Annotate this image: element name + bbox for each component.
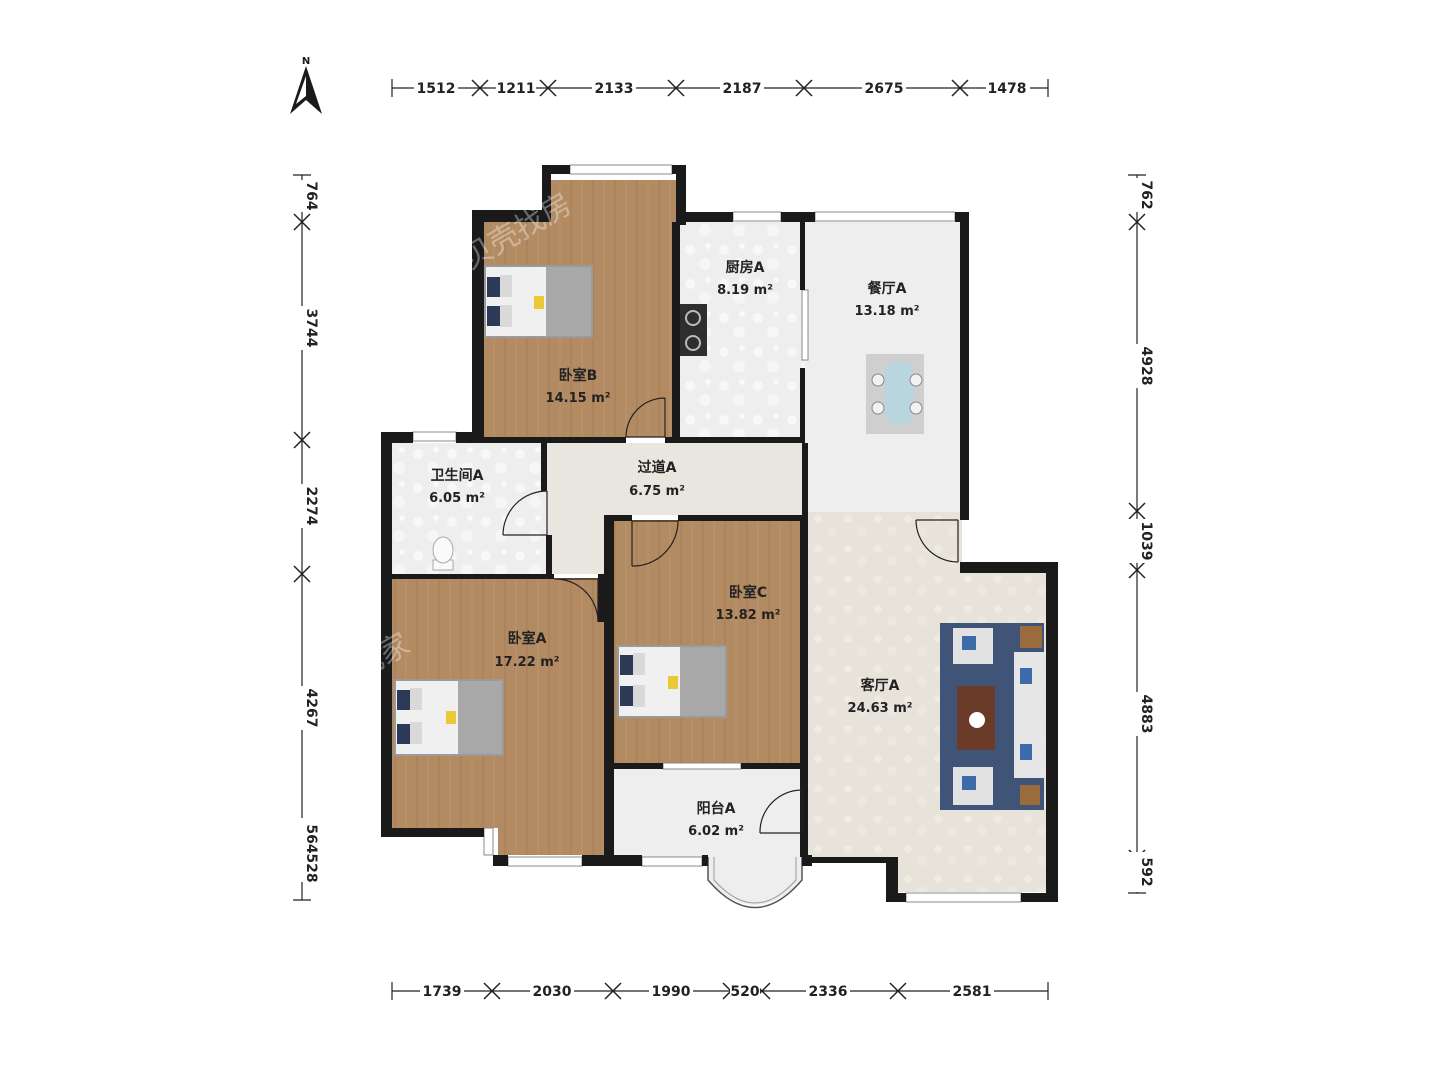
doors — [502, 397, 959, 834]
dim-left-5: 564 — [303, 824, 319, 853]
toilet-icon — [432, 536, 454, 571]
bay-window-floor — [708, 857, 802, 905]
north-arrow-icon: N — [290, 56, 322, 114]
bed-bedroom-b — [484, 265, 593, 338]
bed-bedroom-a — [394, 679, 504, 756]
bathroom-floor — [392, 443, 546, 574]
dim-right-5: 592 — [1138, 857, 1154, 886]
dim-top-1: 1512 — [417, 81, 456, 97]
dim-right-4: 4883 — [1138, 695, 1154, 734]
dim-left-2: 3744 — [303, 309, 319, 348]
room-area-dining-a: 13.18 m² — [855, 304, 920, 319]
balcony-floor — [614, 768, 803, 857]
dim-bottom-6: 2581 — [953, 984, 992, 1000]
room-name-bedroom-a: 卧室A — [508, 630, 547, 647]
room-area-bedroom-c: 13.82 m² — [716, 608, 781, 623]
sofa-set-icon — [940, 623, 1044, 810]
dim-left-1: 764 — [303, 181, 319, 210]
room-name-corridor-a: 过道A — [638, 459, 677, 476]
dim-left-6: 528 — [303, 853, 319, 882]
dim-right-1: 762 — [1138, 180, 1154, 209]
dim-top-4: 2187 — [723, 81, 762, 97]
stove-icon — [680, 304, 707, 356]
room-name-bathroom-a: 卫生间A — [431, 467, 484, 484]
bed-bedroom-c — [617, 645, 727, 718]
room-area-kitchen-a: 8.19 m² — [717, 283, 773, 298]
room-name-living-a: 客厅A — [860, 677, 900, 694]
dim-top-6: 1478 — [988, 81, 1027, 97]
dim-left-3: 2274 — [303, 487, 319, 526]
room-area-bedroom-b: 14.15 m² — [546, 391, 611, 406]
room-area-balcony-a: 6.02 m² — [688, 824, 744, 839]
dim-right-3: 1039 — [1138, 522, 1154, 561]
room-name-balcony-a: 阳台A — [697, 800, 736, 817]
dim-bottom-3: 1990 — [652, 984, 691, 1000]
dining-table-icon — [866, 354, 924, 434]
dim-bottom-5: 2336 — [809, 984, 848, 1000]
room-area-bathroom-a: 6.05 m² — [429, 491, 485, 506]
dim-top-5: 2675 — [865, 81, 904, 97]
room-name-dining-a: 餐厅A — [867, 280, 907, 297]
dim-left-4: 4267 — [303, 689, 319, 728]
room-name-kitchen-a: 厨房A — [726, 259, 765, 276]
room-area-bedroom-a: 17.22 m² — [495, 655, 560, 670]
dim-top-3: 2133 — [595, 81, 634, 97]
dim-top-2: 1211 — [497, 81, 536, 97]
room-name-bedroom-b: 卧室B — [559, 367, 598, 384]
dim-right-2: 4928 — [1138, 347, 1154, 386]
room-area-living-a: 24.63 m² — [848, 701, 913, 716]
dim-bottom-4: 520 — [730, 984, 759, 1000]
walls — [381, 165, 1058, 902]
room-name-bedroom-c: 卧室C — [729, 584, 767, 601]
compass-label: N — [302, 56, 310, 67]
bedroom-c-floor — [614, 520, 803, 763]
bay-window — [707, 857, 803, 909]
dim-bottom-1: 1739 — [423, 984, 462, 1000]
room-area-corridor-a: 6.75 m² — [629, 484, 685, 499]
dim-bottom-2: 2030 — [533, 984, 572, 1000]
